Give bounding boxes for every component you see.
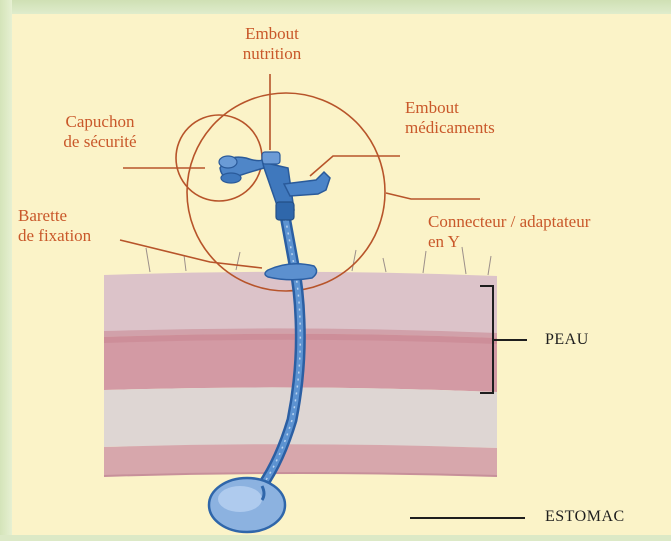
leader-connecteur: [386, 193, 480, 199]
fixation-bar-icon: [265, 264, 317, 280]
gastric-balloon-icon: [209, 478, 285, 532]
label-barette-line1: Barette: [18, 206, 91, 226]
label-embout-nutrition-line1: Embout: [228, 24, 316, 44]
label-embout-medicaments-line1: Embout: [405, 98, 495, 118]
label-capuchon-securite: Capuchon de sécurité: [40, 112, 160, 152]
label-estomac: ESTOMAC: [545, 507, 625, 527]
label-embout-medicaments-line2: médicaments: [405, 118, 495, 138]
safety-cap-highlight-circle: [176, 115, 262, 201]
label-embout-nutrition: Embout nutrition: [228, 24, 316, 64]
y-connector-icon: [262, 152, 330, 220]
label-barette-fixation: Barette de fixation: [18, 206, 91, 246]
stomach-lining-layer: [104, 444, 497, 476]
label-connecteur-adaptateur: Connecteur / adaptateur en Y: [428, 212, 590, 252]
label-embout-medicaments: Embout médicaments: [405, 98, 495, 138]
label-barette-line2: de fixation: [18, 226, 91, 246]
label-connecteur-line2: en Y: [428, 232, 590, 252]
label-capuchon-line2: de sécurité: [40, 132, 160, 152]
label-capuchon-line1: Capuchon: [40, 112, 160, 132]
leader-barette: [120, 240, 262, 268]
label-peau: PEAU: [545, 330, 589, 350]
label-connecteur-line1: Connecteur / adaptateur: [428, 212, 590, 232]
label-embout-nutrition-line2: nutrition: [228, 44, 316, 64]
